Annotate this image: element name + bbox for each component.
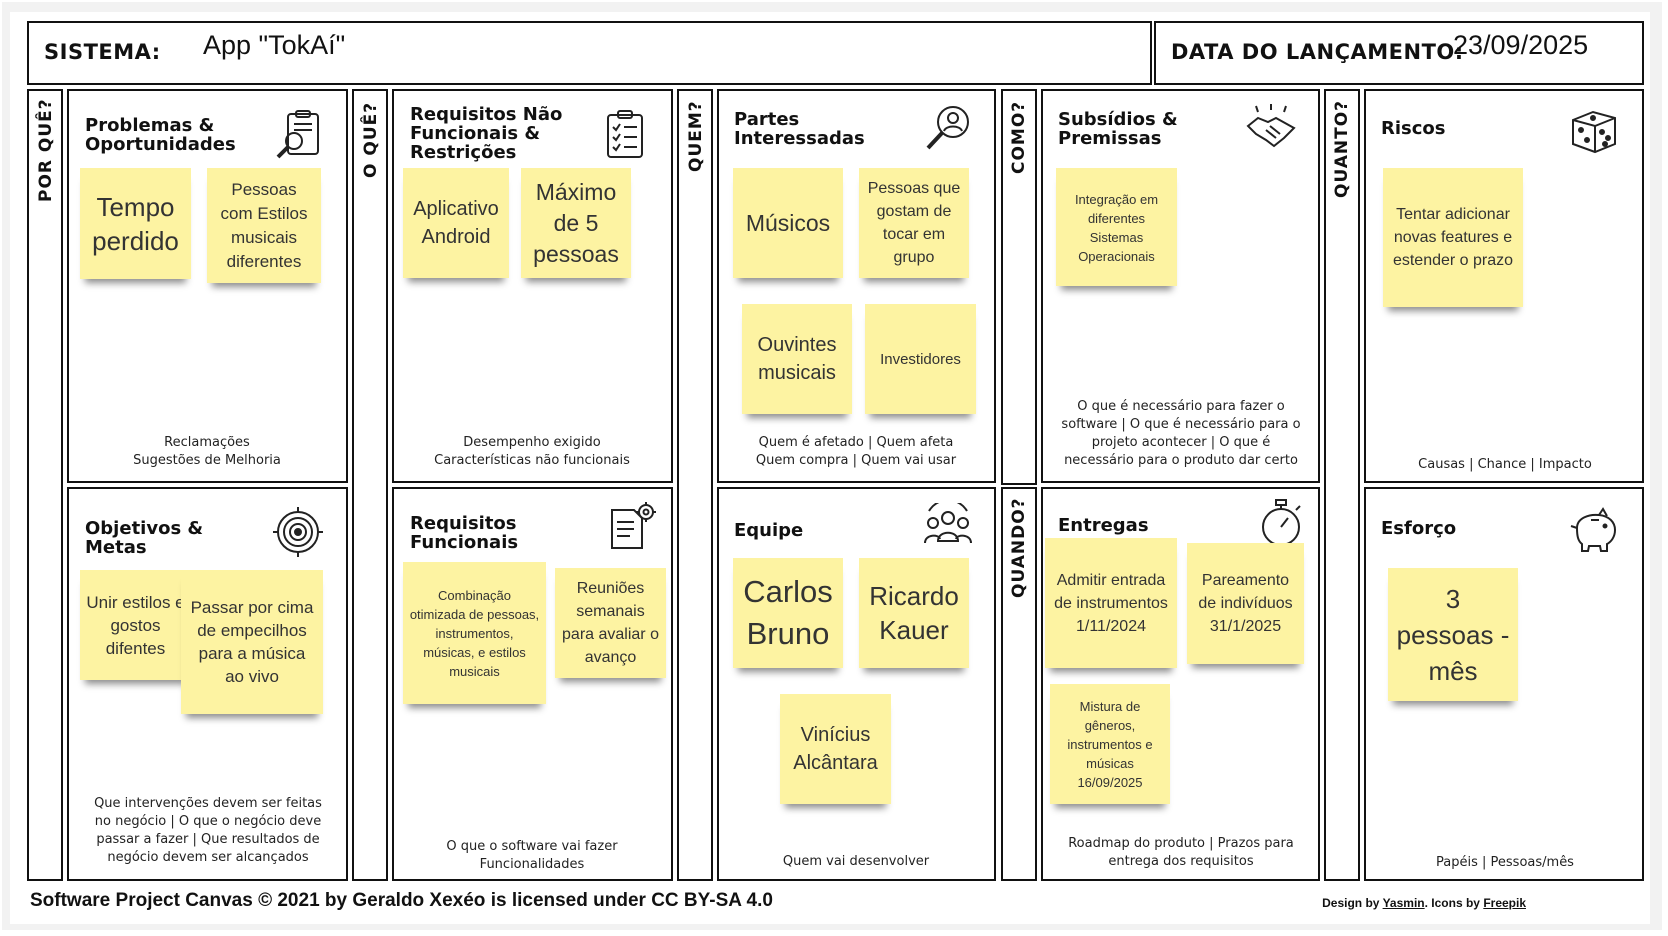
panel-subsidios-footer: O que é necessário para fazer o software… [1061, 399, 1301, 468]
handshake-icon [1246, 104, 1296, 148]
note-investidores: Investidores [865, 304, 976, 414]
panel-entregas-footer: Roadmap do produto | Prazos para entrega… [1068, 836, 1294, 869]
label-quanto: QUANTO? [1332, 99, 1352, 198]
panel-problemas-footer: Reclamações Sugestões de Melhoria [133, 435, 281, 468]
note-pareamento-individuos: Pareamento de indivíduos 31/1/2025 [1187, 543, 1304, 664]
panel-req-nao-funcionais [392, 89, 673, 483]
icons-prefix: . Icons by [1424, 896, 1484, 910]
panel-objetivos-footer: Que intervenções devem ser feitas no neg… [94, 796, 322, 865]
note-estilos-diferentes: Pessoas com Estilos musicais diferentes [207, 168, 321, 283]
note-3-pessoas-mes: 3 pessoas - mês [1388, 568, 1518, 701]
note-mistura-generos: Mistura de gêneros, instrumentos e músic… [1050, 684, 1170, 804]
label-quem: QUEM? [686, 100, 706, 172]
credits: Design by Yasmin. Icons by Freepik [1322, 896, 1526, 910]
strip-quem [677, 89, 713, 881]
stopwatch-icon [1262, 499, 1301, 546]
note-carlos-bruno: Carlos Bruno [733, 558, 843, 668]
label-por-que: POR QUÊ? [36, 98, 56, 202]
panel-partes [717, 89, 996, 483]
note-integracao-so: Integração em diferentes Sistemas Operac… [1056, 168, 1177, 286]
piggy-bank-icon [1570, 507, 1617, 552]
panel-entregas-title: Entregas [1058, 515, 1149, 536]
note-passar-por-cima: Passar por cima de empecilhos para a mús… [181, 570, 323, 714]
note-unir-estilos: Unir estilos e gostos difentes [80, 570, 191, 680]
note-aplicativo-android: Aplicativo Android [403, 168, 509, 278]
strip-por-que [27, 89, 63, 881]
panel-subsidios [1041, 89, 1320, 483]
note-maximo-5-pessoas: Máximo de 5 pessoas [521, 168, 631, 278]
panel-partes-footer: Quem é afetado | Quem afeta Quem compra … [755, 435, 957, 468]
strip-quando [1001, 487, 1037, 881]
person-search-icon [926, 106, 969, 150]
license-text: Software Project Canvas © 2021 by Gerald… [30, 890, 773, 911]
panel-req-funcionais-title: Requisitos Funcionais [410, 513, 519, 553]
launch-value: 23/09/2025 [1453, 30, 1589, 60]
target-icon [273, 507, 323, 557]
note-vinicius-alcantara: Vinícius Alcântara [780, 694, 891, 804]
panel-objetivos-title: Objetivos & Metas [85, 518, 204, 558]
label-o-que: O QUÊ? [361, 101, 381, 178]
panel-partes-title: Partes Interessadas [734, 109, 865, 149]
note-reunioes-semanais: Reuniões semanais para avaliar o avanço [555, 568, 666, 678]
icons-author-link[interactable]: Freepik [1483, 896, 1526, 910]
panel-equipe-footer: Quem vai desenvolver [782, 854, 930, 869]
strip-como [1001, 89, 1037, 485]
dice-icon [1572, 110, 1616, 154]
panel-esforco-title: Esforço [1381, 518, 1457, 539]
system-label: SISTEMA: [44, 40, 161, 64]
panel-equipe-title: Equipe [734, 520, 804, 541]
panel-subsidios-title: Subsídios & Premissas [1058, 109, 1178, 149]
label-quando: QUANDO? [1009, 497, 1029, 598]
note-combinacao-otimizada: Combinação otimizada de pessoas, instrum… [403, 562, 546, 704]
label-como: COMO? [1009, 100, 1029, 174]
design-prefix: Design by [1322, 896, 1383, 910]
system-value: App "TokAí" [203, 30, 346, 60]
note-admitir-instrumentos: Admitir entrada de instrumentos 1/11/202… [1045, 538, 1177, 668]
document-gear-icon [611, 502, 656, 549]
checklist-icon [607, 110, 643, 158]
panel-riscos-footer: Causas | Chance | Impacto [1418, 457, 1592, 472]
launch-header-box [1154, 21, 1644, 85]
panel-problemas-title: Problemas & Oportunidades [85, 115, 236, 155]
note-pessoas-tocar-grupo: Pessoas que gostam de tocar em grupo [859, 168, 969, 278]
system-header-box [27, 21, 1152, 85]
team-icon [924, 503, 972, 544]
note-musicos: Músicos [733, 168, 843, 278]
panel-esforco-footer: Papéis | Pessoas/mês [1436, 855, 1574, 870]
note-ouvintes-musicais: Ouvintes musicais [742, 304, 852, 414]
note-tentar-adicionar: Tentar adicionar novas features e estend… [1383, 168, 1523, 307]
strip-quanto [1324, 89, 1360, 881]
note-tempo-perdido: Tempo perdido [80, 168, 191, 279]
report-magnifier-icon [276, 110, 319, 159]
panel-riscos-title: Riscos [1381, 118, 1446, 139]
panel-req-nao-funcionais-title: Requisitos Não Funcionais & Restrições [410, 104, 563, 163]
strip-o-que [352, 89, 388, 881]
panel-req-nao-funcionais-footer: Desempenho exigido Características não f… [434, 435, 630, 468]
panel-req-funcionais-footer: O que o software vai fazer Funcionalidad… [446, 839, 618, 872]
panel-equipe [717, 487, 996, 881]
design-author-link[interactable]: Yasmin [1382, 896, 1425, 910]
launch-label: DATA DO LANÇAMENTO: [1171, 40, 1464, 64]
note-ricardo-kauer: Ricardo Kauer [859, 558, 969, 668]
